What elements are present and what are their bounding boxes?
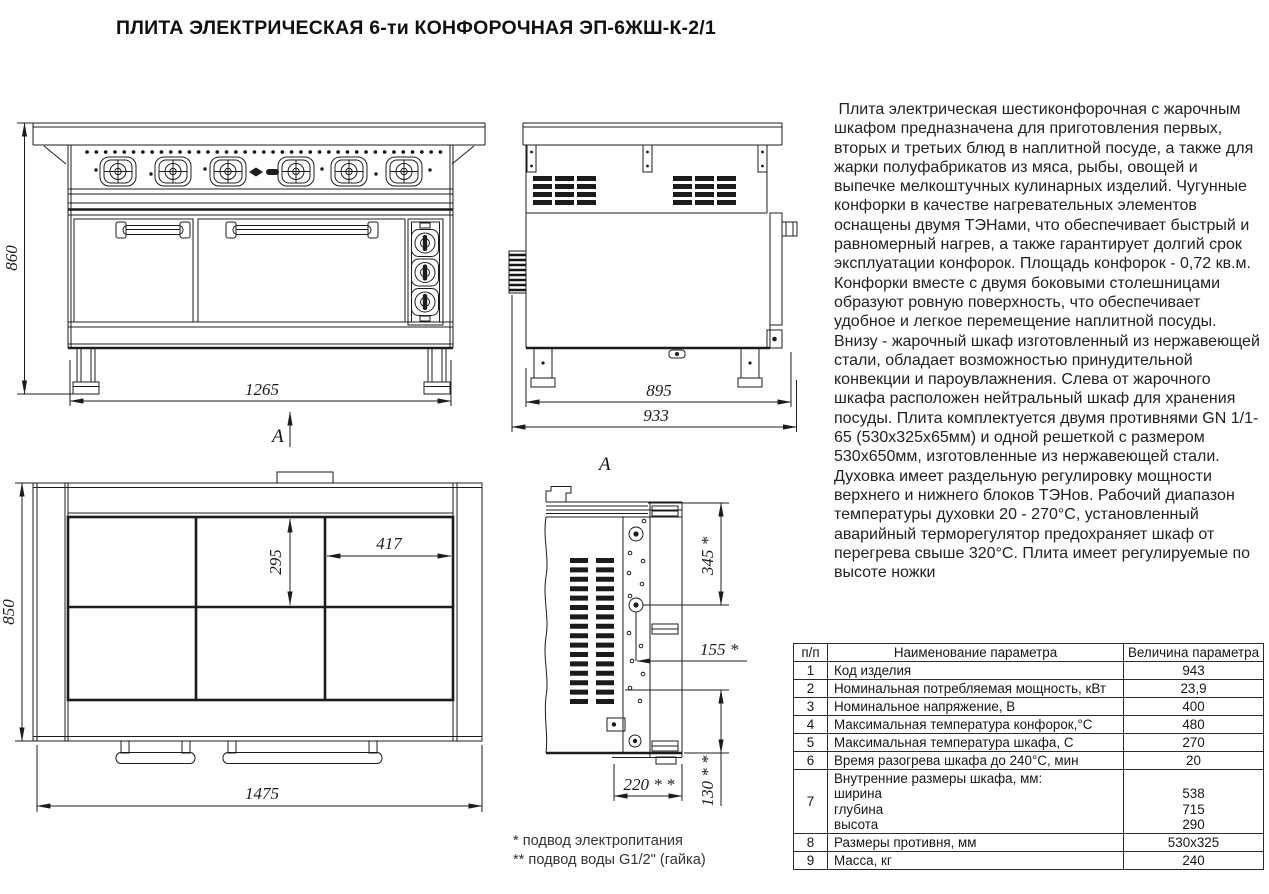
param-number: 6	[793, 751, 828, 770]
spec-row-6: 6 Время разогрева шкафа до 240°С, мин 20	[793, 751, 1264, 770]
param-number: 8	[793, 833, 828, 853]
dim-side-depth-label: 895	[646, 381, 672, 400]
dim-water-height-label: 130 * *	[698, 755, 717, 807]
spec-row-2: 2 Номинальная потребляемая мощность, кВт…	[793, 679, 1264, 698]
spec-row-5: 5 Максимальная температура шкафа, С 270	[793, 733, 1264, 752]
product-description: Плита электрическая шестиконфорочная с ж…	[834, 101, 1265, 582]
side-door-handle	[781, 221, 798, 237]
param-name: Код изделия	[827, 661, 1124, 680]
burner-3	[209, 156, 247, 187]
spec-row-1: 1 Код изделия 943	[793, 661, 1264, 680]
dim-water-offset-label: 220 * *	[624, 775, 676, 794]
dim-side-total-depth-label: 933	[643, 406, 669, 425]
brand-logo-icon	[249, 167, 279, 177]
param-value: 943	[1123, 661, 1264, 680]
header-num: п/п	[793, 643, 828, 662]
param-value: 480	[1123, 715, 1264, 734]
side-view-drawing: 895 933	[508, 122, 798, 432]
front-left-leg	[72, 347, 100, 395]
rear-tabs	[651, 505, 679, 752]
param-value: 400	[1123, 697, 1264, 716]
panel-screws	[626, 518, 647, 704]
header-name: Наименование параметра	[827, 643, 1124, 662]
param-name: Масса, кг	[827, 851, 1124, 871]
param-value: 20	[1123, 751, 1264, 770]
front-view-drawing: 860 1265 А	[2, 122, 486, 447]
burner-4	[277, 156, 315, 187]
param-name: Размеры противня, мм	[827, 833, 1124, 853]
burner-grid	[66, 515, 455, 702]
dim-burner-width-label: 417	[376, 534, 403, 553]
side-door-edge	[769, 212, 783, 326]
param-value: 530х325	[1123, 833, 1264, 853]
param-name: Время разогрева шкафа до 240°С, мин	[827, 751, 1124, 770]
dim-front-height-label: 860	[2, 245, 21, 271]
dim-front-width-label: 1265	[245, 380, 279, 399]
side-mount-tabs	[526, 144, 768, 173]
param-name: Внутренние размеры шкафа, мм: ширина глу…	[827, 768, 1124, 835]
cooktop-screws	[94, 167, 432, 176]
param-name: Номинальная потребляемая мощность, кВт	[827, 679, 1124, 698]
side-door-bracket	[766, 329, 783, 349]
flue-box	[276, 471, 334, 484]
param-number: 3	[793, 697, 828, 716]
param-value: 23,9	[1123, 679, 1264, 698]
burner-5	[330, 156, 368, 187]
param-name: Номинальное напряжение, В	[827, 697, 1124, 716]
plan-view-drawing: 850 295 417 1475	[0, 471, 483, 812]
spec-table: п/п Наименование параметра Величина пара…	[793, 643, 1264, 871]
side-vent-slats	[533, 176, 736, 205]
section-arrow-label: А	[270, 426, 284, 447]
side-legs	[530, 347, 763, 388]
param-number: 7	[793, 768, 828, 835]
footnotes: * подвод электропитания ** подвод воды G…	[513, 832, 706, 869]
param-number: 2	[793, 679, 828, 698]
footnote-water: ** подвод воды G1/2" (гайка)	[513, 851, 706, 868]
side-ribbed-handle	[508, 250, 527, 294]
left-door-handle	[115, 221, 191, 239]
param-number: 4	[793, 715, 828, 734]
spec-row-3: 3 Номинальное напряжение, В 400	[793, 697, 1264, 716]
footnote-power: * подвод электропитания	[513, 833, 683, 849]
spec-header-row: п/п Наименование параметра Величина пара…	[793, 643, 1264, 662]
param-number: 5	[793, 733, 828, 752]
control-panel	[407, 218, 444, 326]
dim-electro-height-label: 345 *	[698, 536, 717, 576]
technical-drawing-canvas: 860 1265 А	[0, 122, 798, 812]
burner-6	[385, 156, 423, 187]
section-view-title: А	[597, 454, 611, 475]
knob-pointers	[422, 235, 428, 310]
terminal-box	[606, 717, 626, 732]
param-value: 538 715 290	[1123, 768, 1264, 835]
header-value: Величина параметра	[1123, 643, 1264, 662]
page-title: ПЛИТА ЭЛЕКТРИЧЕСКАЯ 6-ти КОНФОРОЧНАЯ ЭП-…	[116, 17, 716, 39]
spec-row-4: 4 Максимальная температура конфорок,°С 4…	[793, 715, 1264, 734]
dim-burner-depth-label: 295	[266, 549, 285, 575]
param-value: 270	[1123, 733, 1264, 752]
param-value: 240	[1123, 851, 1264, 871]
right-door-handle	[225, 221, 379, 239]
dim-electro-offset-label: 155 *	[700, 640, 739, 659]
burner-1	[99, 156, 137, 187]
burner-2	[154, 156, 192, 187]
param-name: Максимальная температура конфорок,°С	[827, 715, 1124, 734]
dim-plan-width-label: 1475	[245, 784, 279, 803]
plan-handles	[115, 740, 383, 764]
param-name: Максимальная температура шкафа, С	[827, 733, 1124, 752]
section-view-drawing: А 345 * 155 * 130 * *	[544, 454, 747, 807]
param-number: 1	[793, 661, 828, 680]
spec-row-8: 8 Размеры противня, мм 530х325	[793, 833, 1264, 853]
drain-fitting	[668, 349, 686, 359]
spec-row-9: 9 Масса, кг 240	[793, 851, 1264, 871]
break-line	[544, 516, 548, 754]
front-right-leg	[423, 347, 451, 395]
param-number: 9	[793, 851, 828, 871]
dim-plan-depth-label: 850	[0, 599, 18, 625]
spec-row-7: 7 Внутренние размеры шкафа, мм: ширина г…	[793, 768, 1264, 835]
rear-vent-slats	[570, 558, 614, 704]
